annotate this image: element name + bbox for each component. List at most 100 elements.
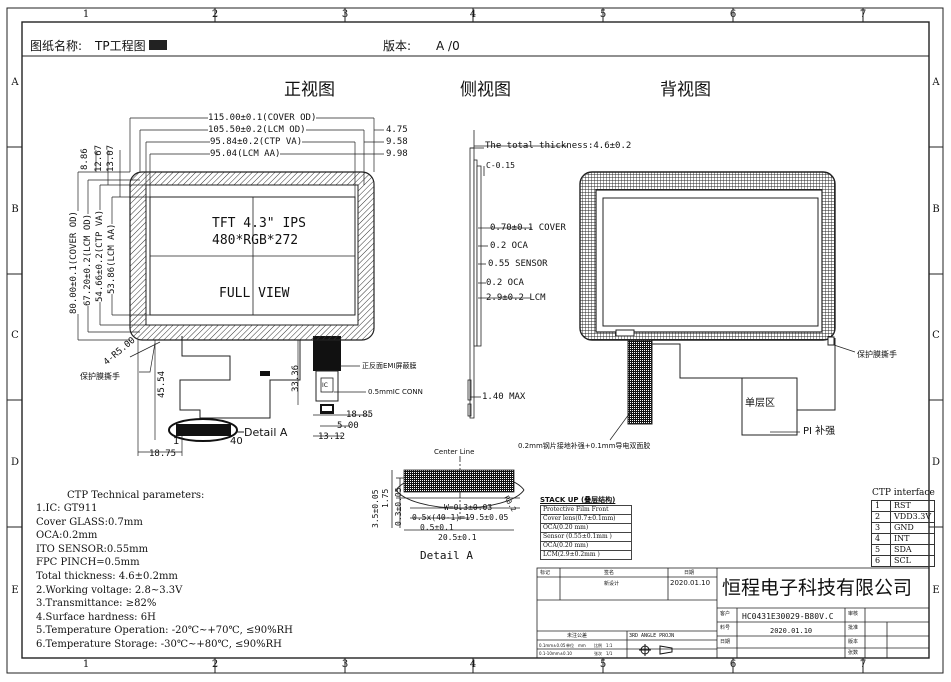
dim-height-lcm-aa: 53.86(LCM AA) [107,223,117,294]
tb-date-2: 2020.01.10 [770,627,813,635]
stackup-title: STACK UP (叠层结构) [540,496,616,504]
tb-sheet-label: 张次 [594,651,602,656]
dim-8-86: 8.86 [80,148,90,170]
col-label-1: 1 [82,9,90,20]
side-view [467,130,568,419]
stackup-row: OCA(0.20 mm) [540,541,632,551]
pin-1-label: 1 [173,436,180,447]
stackup-table: Protective Film Front Cover lens(0.7±0.1… [540,505,632,560]
param-total-thickness: Total thickness: 4.6±0.2mm [36,570,178,582]
tb-ratio-value: 1:1 [606,643,613,648]
side-total-thickness: The total thickness:4.6±0.2 [485,141,632,151]
dim-9-58: 9.58 [386,137,408,147]
side-cover: 0.70±0.1 COVER [490,223,566,233]
full-view-text: FULL VIEW [219,286,290,301]
back-view-title: 背视图 [660,80,711,100]
side-view-title: 侧视图 [460,80,511,100]
detail-dim-20-5: 20.5±0.1 [438,533,477,542]
col-label-4-bottom: 4 [469,659,477,670]
stackup-row: Sensor (0.55±0.1mm ) [540,532,632,542]
company-name: 恒程电子科技有限公司 [722,577,913,599]
row-label-d: D [10,457,20,468]
single-layer-area-label: 单层区 [745,398,775,409]
tb-tolerance-label: 未注公差 [567,633,588,639]
col-label-3: 3 [341,9,349,20]
dim-lcm-aa: 95.04(LCM AA) [210,149,281,159]
tb-date-head: 日期 [684,570,695,576]
tb-field-customer: 客户 [720,611,731,617]
tb-sign-head: 签名 [604,570,615,576]
ic-chip-outline [320,377,334,393]
row-label-d-right: D [931,457,941,468]
dim-4-75: 4.75 [386,125,408,135]
param-transmittance: 3.Transmittance: ≥82% [36,598,157,610]
row-label-a-right: A [932,77,940,88]
drawing-name-label: 图纸名称: [30,39,83,53]
side-oca-2: 0.2 OCA [486,278,524,288]
ctp-interface-title: CTP interface [872,488,935,498]
tb-sheet-value: 1/1 [606,651,613,656]
projection-symbol [639,644,673,656]
col-label-1-bottom: 1 [82,659,90,670]
screen-resolution-text: 480*RGB*272 [212,233,299,248]
detail-a-view [391,456,525,531]
col-label-5-bottom: 5 [599,659,607,670]
param-cover-glass: Cover GLASS:0.7mm [36,516,143,528]
dim-ctp-va: 95.84±0.2(CTP VA) [210,137,303,147]
row-label-c-right: C [932,330,940,341]
row-label-b: B [11,204,19,215]
param-hardness: 4.Surface hardness: 6H [36,611,156,623]
detail-dim-width: W=0.3±0.03 [444,503,493,512]
tb-field-date: 日期 [720,639,731,645]
stackup-row: Cover lens(0.7±0.1mm) [540,514,632,524]
col-label-2-bottom: 2 [211,659,219,670]
screen-size-text: TFT 4.3" IPS [212,216,306,231]
title-block-lines [536,567,930,659]
dim-height-ctp-va: 54.66±0.2(CTP VA) [95,209,105,302]
tb-tol-2: 0.1-10mm±0.10 [539,651,572,656]
col-label-7: 7 [859,9,867,20]
front-peel-tab-label: 保护膜撕手 [80,372,120,381]
side-lcm: 2.9±0.2 LCM [486,293,546,303]
dim-height-cover-od: 80.00±0.1(COVER OD) [69,211,79,314]
pi-stiffener-label: PI 补强 [803,426,836,437]
dim-12-67: 12.67 [94,144,104,172]
dim-13-07: 13.07 [106,144,116,172]
detail-dim-0-5: 0.5±0.1 [420,523,454,532]
col-label-4: 4 [469,9,477,20]
stackup-row: LCM(2.9±0.2mm ) [540,550,632,560]
version-label: 版本: [383,39,412,53]
detail-dim-1-75: 1.75 [381,488,390,508]
tb-unit-label: 单位 [566,643,574,648]
dim-cover-od: 115.00±0.1(COVER OD) [208,113,317,123]
tb-field-review: 审核 [848,611,859,617]
version-value: A /0 [436,39,460,53]
center-line-label: Center Line [434,448,475,456]
pin-40-label: 40 [230,436,243,447]
tb-ratio-label: 比例 [594,643,602,648]
detail-dim-3-5: 3.5±0.05 [371,489,380,528]
side-oca-1: 0.2 OCA [490,241,528,251]
dim-18-85: 18.85 [346,410,374,420]
tb-tol-1: 0.1mm±0.05 [539,643,566,648]
param-oca: OCA:0.2mm [36,530,98,542]
dim-45-54: 45.54 [157,370,167,398]
front-view [77,117,384,456]
dim-height-lcm-od: 67.20±0.2(LCM OD) [83,213,93,306]
dim-lcm-od: 105.50±0.2(LCM OD) [208,125,306,135]
col-label-2: 2 [211,9,219,20]
tb-new-design: 新设计 [604,581,620,587]
dim-13-12: 13.12 [318,432,346,442]
back-peel-tab-label: 保护膜撕手 [857,350,897,359]
side-chamfer: C-0.15 [486,161,515,170]
stackup-row: Protective Film Front [540,505,632,515]
detail-a-title: Detail A [420,549,473,562]
side-sensor: 0.55 SENSOR [488,259,548,269]
